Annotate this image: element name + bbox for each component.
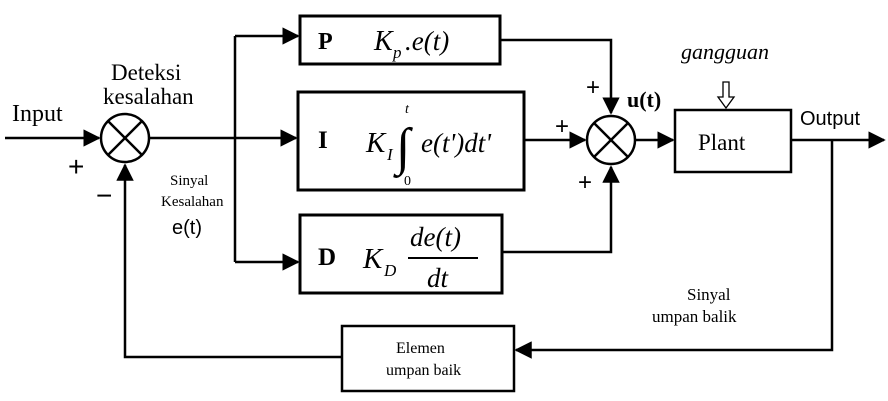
integral-sign-icon: ∫ bbox=[393, 119, 413, 178]
sinyal-kesalahan-line3: e(t) bbox=[172, 217, 202, 239]
summing-junction-1 bbox=[99, 112, 151, 164]
i-k: K bbox=[365, 127, 387, 159]
input-label: Input bbox=[12, 101, 63, 127]
i-letter: I bbox=[318, 127, 328, 154]
d-numerator: de(t) bbox=[410, 222, 461, 252]
deteksi-label-line2: kesalahan bbox=[103, 84, 194, 109]
output-label: Output bbox=[800, 108, 860, 130]
sinyal-umpan-line1: Sinyal bbox=[687, 285, 731, 304]
p-sub: p bbox=[392, 43, 402, 62]
elemen-line2: umpan baik bbox=[386, 362, 461, 379]
d-k: K bbox=[362, 243, 384, 275]
sum2-bottom-plus-sign: + bbox=[578, 169, 592, 196]
i-integrand: e(t')dt' bbox=[421, 128, 492, 158]
summing-junction-2 bbox=[585, 114, 637, 166]
feedback-element-block bbox=[340, 324, 516, 393]
i-sub: I bbox=[386, 145, 394, 164]
sum2-left-plus-sign: + bbox=[555, 113, 569, 140]
p-block-content: P K p .e(t) bbox=[318, 26, 449, 62]
plant-block bbox=[673, 108, 793, 174]
p-k: K bbox=[373, 26, 394, 57]
d-denominator: dt bbox=[427, 263, 450, 293]
deteksi-label-line1: Deteksi bbox=[111, 60, 181, 85]
sum1-minus-sign: − bbox=[96, 180, 112, 211]
d-block-content: D K D de(t) dt bbox=[318, 222, 478, 293]
sum2-top-plus-sign: + bbox=[586, 74, 600, 101]
sum1-plus-sign: + bbox=[68, 151, 84, 182]
gangguan-label: gangguan bbox=[681, 39, 769, 64]
elemen-line1: Elemen bbox=[396, 340, 445, 357]
plant-label: Plant bbox=[698, 130, 746, 155]
p-rest: .e(t) bbox=[405, 26, 449, 56]
sinyal-umpan-line2: umpan balik bbox=[652, 307, 737, 326]
d-sub: D bbox=[383, 261, 397, 280]
p-letter: P bbox=[318, 29, 333, 55]
i-block-content: I K I ∫ t 0 e(t')dt' bbox=[318, 102, 492, 189]
disturbance-arrow-icon bbox=[716, 81, 736, 110]
d-letter: D bbox=[318, 244, 336, 271]
sinyal-kesalahan-line1: Sinyal bbox=[170, 173, 208, 189]
i-lower: 0 bbox=[404, 174, 411, 189]
i-upper: t bbox=[405, 102, 410, 117]
ut-label: u(t) bbox=[627, 87, 661, 112]
signal-lines bbox=[5, 27, 886, 359]
sinyal-kesalahan-line2: Kesalahan bbox=[161, 194, 224, 210]
d-block bbox=[298, 213, 504, 295]
i-block bbox=[296, 90, 526, 192]
